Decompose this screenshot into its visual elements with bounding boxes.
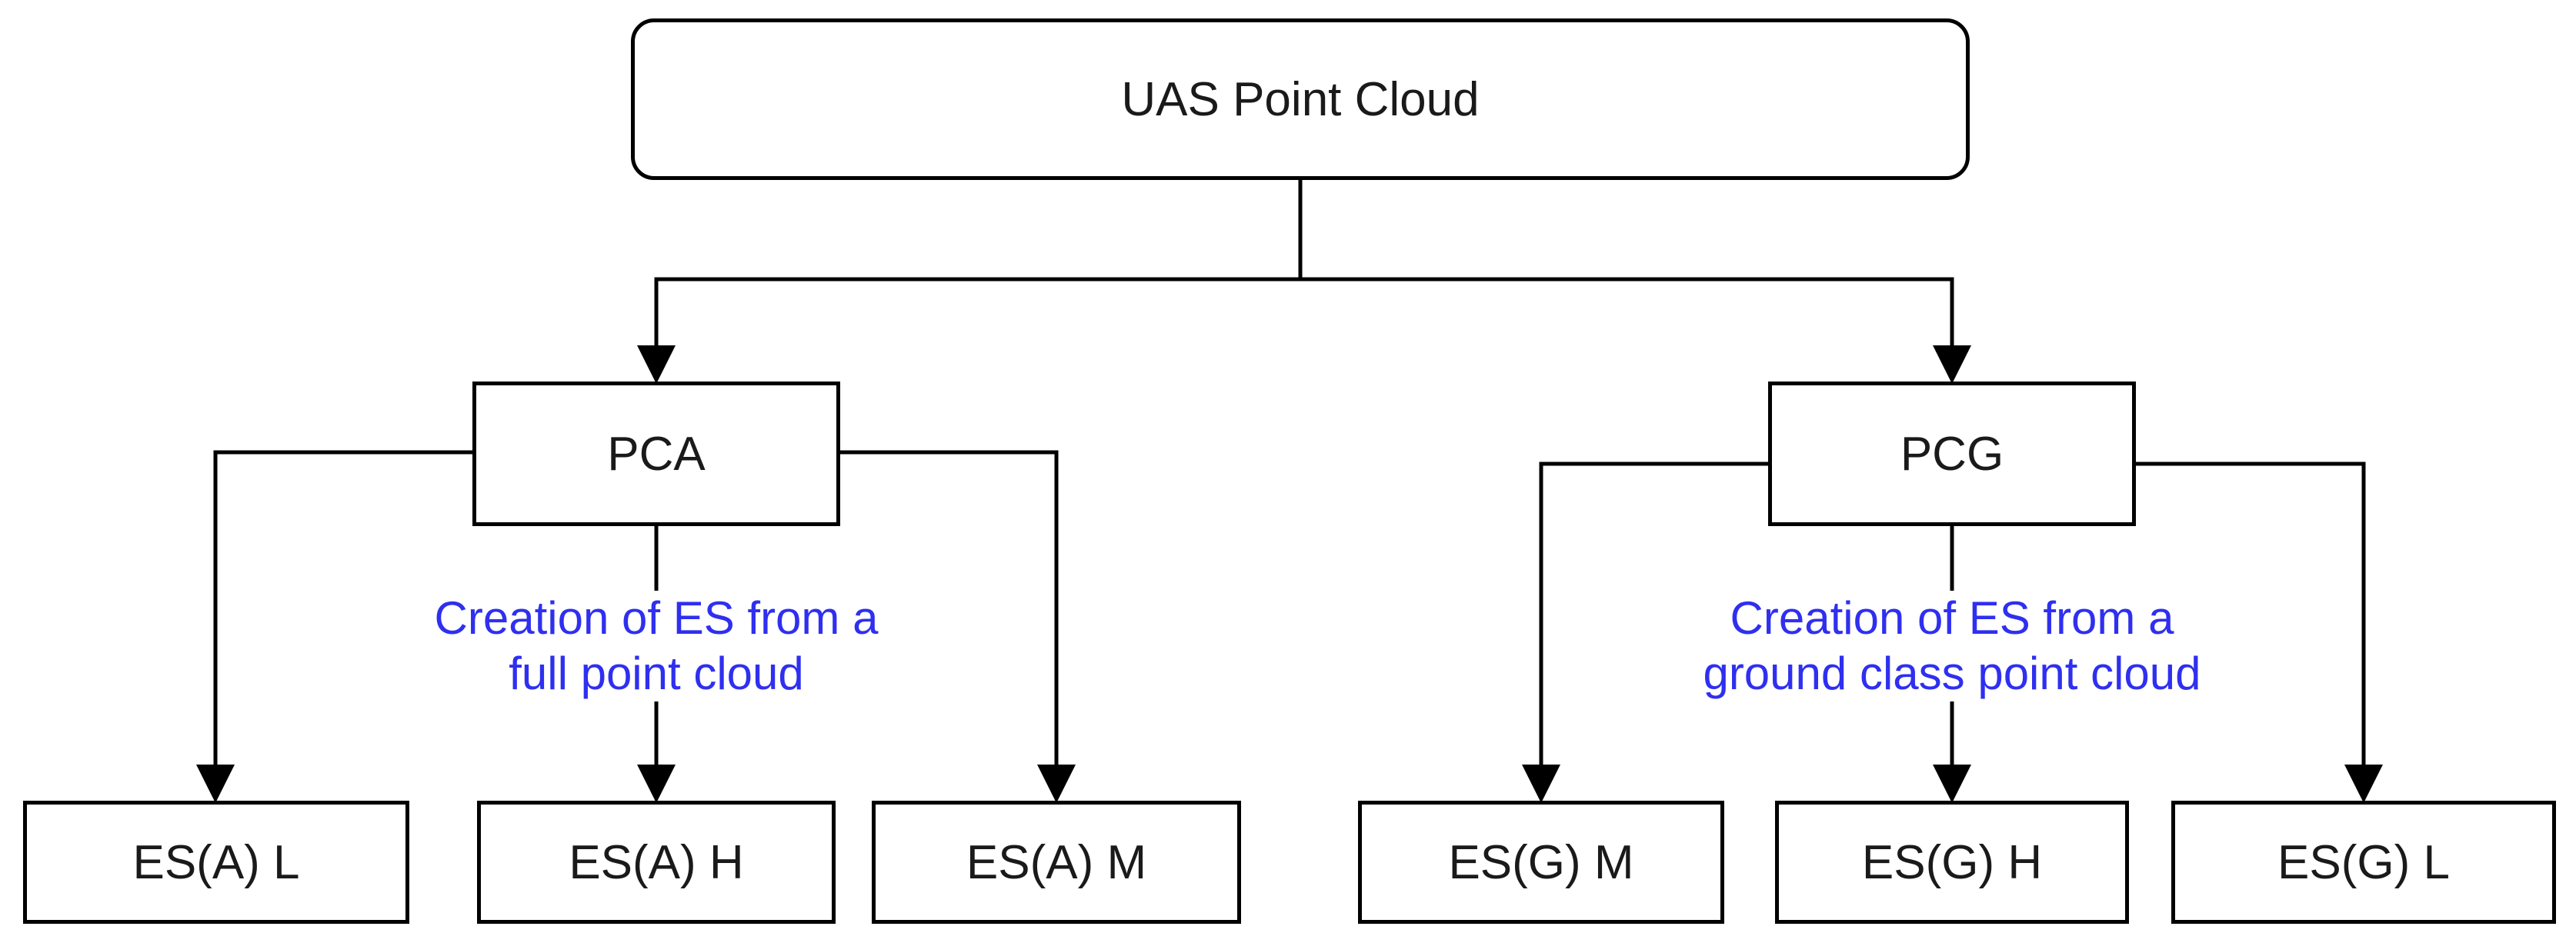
pca-annotation-line-2: full point cloud — [509, 648, 804, 699]
leaf-node-esg-h: ES(G) H — [1775, 801, 2129, 924]
root-node: UAS Point Cloud — [631, 18, 1970, 180]
connector-root-to-pcg — [1300, 277, 1971, 384]
pca-node: PCA — [472, 382, 840, 526]
pcg-annotation-line-2: ground class point cloud — [1703, 648, 2201, 699]
leaf-node-label: ES(G) L — [2277, 835, 2450, 889]
root-node-label: UAS Point Cloud — [1121, 72, 1480, 126]
leaf-node-label: ES(G) M — [1448, 835, 1634, 889]
connector-pca-to-esa-l — [196, 450, 472, 803]
pcg-node: PCG — [1768, 382, 2136, 526]
leaf-node-esa-h: ES(A) H — [477, 801, 836, 924]
leaf-node-label: ES(A) M — [966, 835, 1147, 889]
pcg-node-label: PCG — [1900, 427, 2004, 481]
pca-annotation: Creation of ES from a full point cloud — [387, 591, 926, 701]
pca-node-label: PCA — [607, 427, 706, 481]
connector-root-to-pca — [637, 277, 1300, 384]
leaf-node-esa-l: ES(A) L — [23, 801, 409, 924]
leaf-node-label: ES(G) H — [1861, 835, 2043, 889]
connector-pcg-to-esg-l — [2136, 462, 2383, 803]
connector-pca-to-esa-m — [840, 450, 1076, 803]
pcg-annotation-line-1: Creation of ES from a — [1730, 592, 2174, 644]
connector-pcg-to-esg-m — [1522, 462, 1768, 803]
leaf-node-esa-m: ES(A) M — [872, 801, 1241, 924]
pca-annotation-line-1: Creation of ES from a — [434, 592, 879, 644]
pcg-annotation: Creation of ES from a ground class point… — [1652, 591, 2252, 701]
leaf-node-esg-l: ES(G) L — [2171, 801, 2556, 924]
leaf-node-label: ES(A) L — [132, 835, 300, 889]
leaf-node-label: ES(A) H — [569, 835, 744, 889]
leaf-node-esg-m: ES(G) M — [1358, 801, 1724, 924]
